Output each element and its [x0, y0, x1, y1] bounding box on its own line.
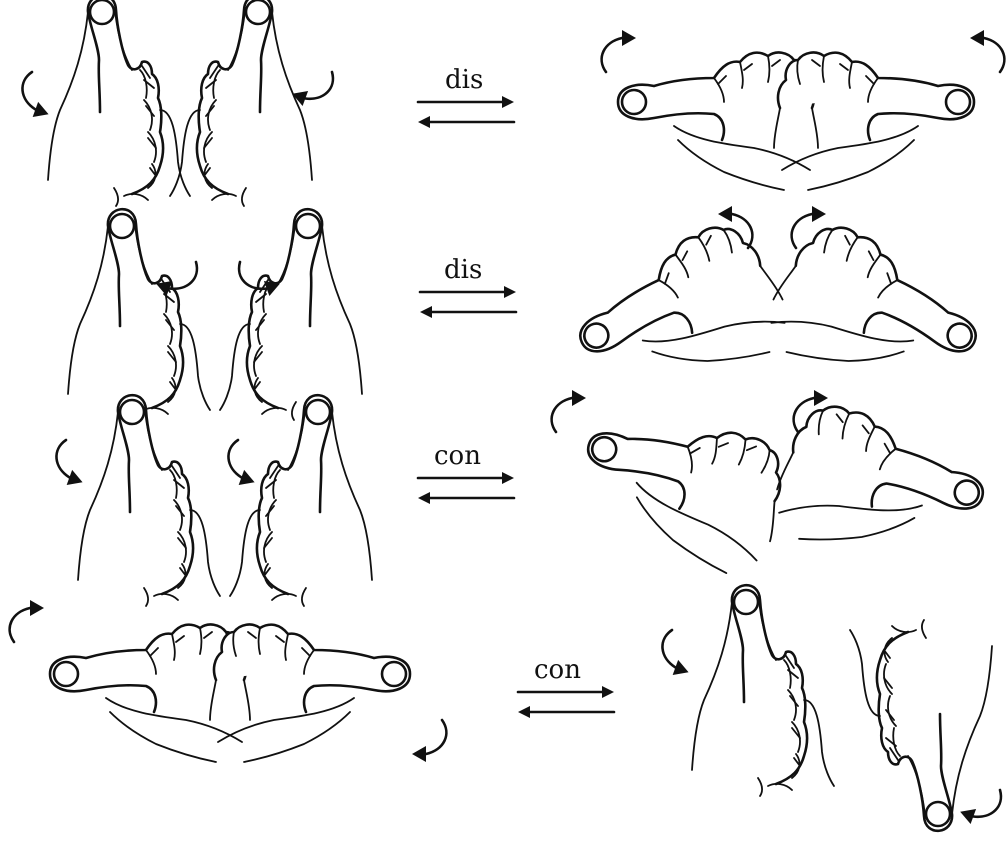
equilibrium-arrows-icon: [420, 286, 516, 318]
rotation-mode-label: con: [434, 441, 481, 471]
flat-hand-icon: [561, 213, 800, 422]
rotation-arrow-icon: [10, 600, 44, 642]
rotation-arrow-icon: [289, 62, 336, 113]
rotation-arrow-icon: [602, 30, 636, 72]
rotation-arrow-icon: [970, 30, 1004, 72]
rotation-arrow-icon: [552, 390, 586, 432]
thumbs-up-hand-icon: [692, 585, 834, 796]
rotation-mode-label: dis: [445, 65, 483, 95]
rotation-arrow-icon: [48, 439, 95, 490]
flat-hand-icon: [756, 213, 995, 422]
thumbs-up-hand-icon: [170, 0, 312, 206]
rotation-arrow-icon: [220, 439, 267, 490]
equilibrium-arrows-icon: [518, 686, 614, 718]
thumbs-up-hand-icon: [78, 395, 220, 606]
thumbs-up-hand-icon: [850, 620, 992, 831]
rotation-arrow-icon: [412, 720, 446, 762]
thumbs-up-hand-icon: [48, 0, 190, 206]
row-2: dis: [68, 206, 995, 422]
rotation-arrow-icon: [654, 629, 701, 680]
row-1: dis: [14, 0, 1005, 206]
rotation-mode-label: con: [534, 655, 581, 685]
thumbs-up-hand-icon: [220, 209, 362, 420]
equilibrium-arrows-icon: [418, 96, 514, 128]
rotation-arrow-icon: [957, 780, 1004, 831]
flat-hand-icon: [766, 397, 995, 582]
flat-hand-icon: [774, 53, 974, 190]
flat-hand-icon: [566, 397, 795, 582]
equilibrium-arrows-icon: [418, 472, 514, 504]
row-4: con: [10, 585, 1004, 831]
rotation-mode-label: dis: [444, 255, 482, 285]
thumbs-up-hand-icon: [230, 395, 372, 606]
rotation-arrow-icon: [14, 71, 61, 122]
row-3: con: [48, 390, 995, 606]
thumbs-up-hand-icon: [68, 209, 210, 420]
